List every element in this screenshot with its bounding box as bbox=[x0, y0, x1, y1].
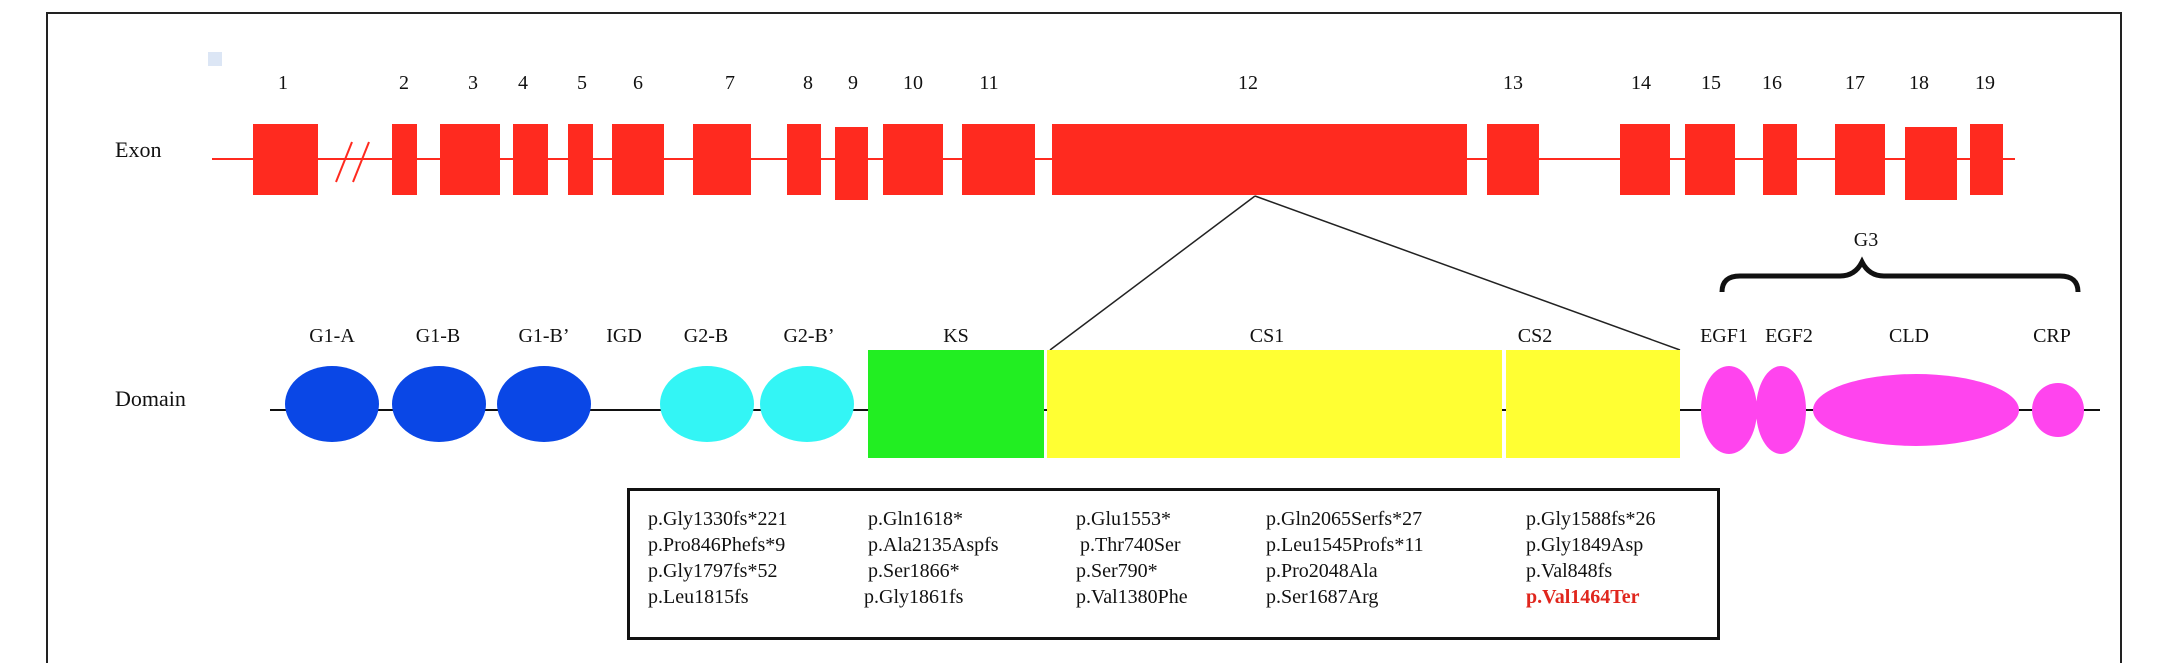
exon-10 bbox=[883, 124, 943, 195]
cs1-domain bbox=[1047, 350, 1502, 458]
crp-label: CRP bbox=[2033, 325, 2071, 347]
exon-4 bbox=[513, 124, 548, 195]
exon-number: 19 bbox=[1975, 72, 1995, 94]
exon-number: 17 bbox=[1845, 72, 1865, 94]
exon-number: 6 bbox=[633, 72, 643, 94]
egf1-domain bbox=[1701, 366, 1757, 454]
g1-b-prime-label: G1-B’ bbox=[518, 325, 569, 347]
g3-label: G3 bbox=[1854, 229, 1878, 251]
mutation-item: p.Gly1797fs*52 bbox=[648, 560, 778, 582]
mutation-item: p.Ser1687Arg bbox=[1266, 586, 1379, 608]
mutation-item: p.Gly1588fs*26 bbox=[1526, 508, 1656, 530]
mutation-item: p.Leu1545Profs*11 bbox=[1266, 534, 1424, 556]
exon-number: 4 bbox=[518, 72, 528, 94]
g2-b-label: G2-B bbox=[684, 325, 728, 347]
g2-b-prime-domain bbox=[760, 366, 854, 442]
exon-number: 16 bbox=[1762, 72, 1782, 94]
exon-number: 13 bbox=[1503, 72, 1523, 94]
mutation-item: p.Gln2065Serfs*27 bbox=[1266, 508, 1423, 530]
exon-numbers: 1 2 3 4 5 6 7 8 9 10 11 12 13 14 15 16 1… bbox=[278, 72, 1995, 94]
ks-domain bbox=[868, 350, 1044, 458]
exon-3 bbox=[440, 124, 500, 195]
mutation-item: p.Thr740Ser bbox=[1080, 534, 1181, 556]
domain-labels: G3 G1-A G1-B G1-B’ IGD G2-B G2-B’ KS CS1… bbox=[309, 229, 2071, 347]
egf2-label: EGF2 bbox=[1765, 325, 1813, 347]
mutation-item: p.Gly1861fs bbox=[864, 586, 964, 608]
corner-marker bbox=[208, 52, 222, 66]
g2-b-domain bbox=[660, 366, 754, 442]
g1-a-label: G1-A bbox=[309, 325, 355, 347]
cld-domain bbox=[1813, 374, 2019, 446]
mutation-item: p.Ser790* bbox=[1076, 560, 1158, 582]
exon-number: 12 bbox=[1238, 72, 1258, 94]
exon-number: 15 bbox=[1701, 72, 1721, 94]
exon-1 bbox=[253, 124, 318, 195]
mutation-item: p.Gly1330fs*221 bbox=[648, 508, 788, 530]
g3-brace bbox=[1719, 256, 2081, 293]
exon-11 bbox=[962, 124, 1035, 195]
g1-b-domain bbox=[392, 366, 486, 442]
zoom-line-right bbox=[1254, 195, 1681, 351]
exon-number: 11 bbox=[979, 72, 998, 94]
exon-number: 9 bbox=[848, 72, 858, 94]
g1-b-prime-domain bbox=[497, 366, 591, 442]
exon-14 bbox=[1620, 124, 1670, 195]
exon-15 bbox=[1685, 124, 1735, 195]
exon-number: 14 bbox=[1631, 72, 1651, 94]
mutation-item: p.Val848fs bbox=[1526, 560, 1613, 582]
g1-a-domain bbox=[285, 366, 379, 442]
zoom-line-left bbox=[1049, 195, 1256, 351]
exon-number: 8 bbox=[803, 72, 813, 94]
exon-13 bbox=[1487, 124, 1539, 195]
intron-break-mark bbox=[352, 141, 370, 183]
mutation-item: p.Pro2048Ala bbox=[1266, 560, 1378, 582]
exon-number: 1 bbox=[278, 72, 288, 94]
g2-b-prime-label: G2-B’ bbox=[783, 325, 834, 347]
exon-number: 3 bbox=[468, 72, 478, 94]
exon-2 bbox=[392, 124, 417, 195]
exon-number: 5 bbox=[577, 72, 587, 94]
exon-number: 18 bbox=[1909, 72, 1929, 94]
highlighted-mutation: p.Val1464Ter bbox=[1526, 586, 1640, 608]
exon-row-label: Exon bbox=[115, 137, 161, 162]
igd-label: IGD bbox=[606, 325, 642, 347]
ks-label: KS bbox=[943, 325, 969, 347]
mutation-list-box: p.Gly1330fs*221 p.Pro846Phefs*9 p.Gly179… bbox=[627, 488, 1720, 640]
egf1-label: EGF1 bbox=[1700, 325, 1748, 347]
mutation-item: p.Ser1866* bbox=[868, 560, 960, 582]
cs2-label: CS2 bbox=[1518, 325, 1552, 347]
mutation-item: p.Pro846Phefs*9 bbox=[648, 534, 786, 556]
exon-7 bbox=[693, 124, 751, 195]
exon-19 bbox=[1970, 124, 2003, 195]
exon-18 bbox=[1905, 127, 1957, 200]
cs1-label: CS1 bbox=[1250, 325, 1284, 347]
crp-domain bbox=[2032, 383, 2084, 437]
mutation-item: p.Gln1618* bbox=[868, 508, 963, 530]
g1-b-label: G1-B bbox=[416, 325, 460, 347]
mutation-item: p.Glu1553* bbox=[1076, 508, 1171, 530]
domain-row-label: Domain bbox=[115, 386, 186, 411]
exon-12 bbox=[1052, 124, 1467, 195]
cld-label: CLD bbox=[1889, 325, 1929, 347]
egf2-domain bbox=[1756, 366, 1806, 454]
intron-break-mark bbox=[335, 141, 353, 183]
exon-5 bbox=[568, 124, 593, 195]
exon-blocks bbox=[253, 124, 2003, 200]
exon-number: 10 bbox=[903, 72, 923, 94]
exon-number: 2 bbox=[399, 72, 409, 94]
exon-9 bbox=[835, 127, 868, 200]
mutation-item: p.Gly1849Asp bbox=[1526, 534, 1644, 556]
mutation-item: p.Ala2135Aspfs bbox=[868, 534, 999, 556]
exon-number: 7 bbox=[725, 72, 735, 94]
cs2-domain bbox=[1506, 350, 1680, 458]
mutation-item: p.Val1380Phe bbox=[1076, 586, 1188, 608]
exon-8 bbox=[787, 124, 821, 195]
exon-6 bbox=[612, 124, 664, 195]
exon-16 bbox=[1763, 124, 1797, 195]
exon-17 bbox=[1835, 124, 1885, 195]
mutation-item: p.Leu1815fs bbox=[648, 586, 749, 608]
